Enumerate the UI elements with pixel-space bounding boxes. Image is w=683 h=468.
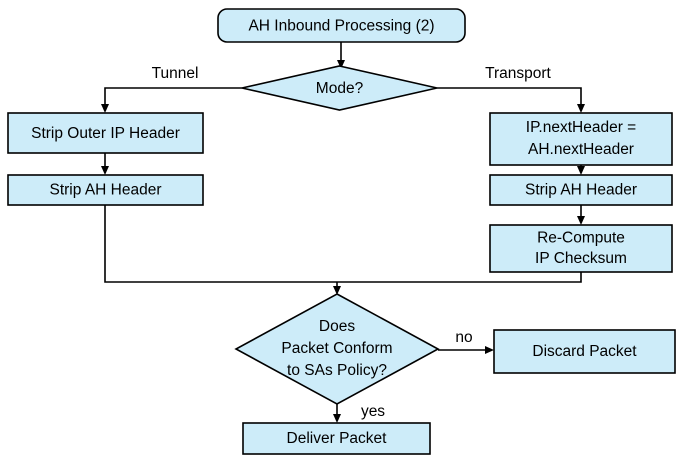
node-recompute-label-line1: Re-Compute [537, 230, 625, 247]
edge-conform-no-to-discard [438, 346, 494, 354]
node-strip-outer-ip-label: Strip Outer IP Header [31, 125, 180, 142]
node-recompute-shape [489, 224, 673, 273]
node-discard-label: Discard Packet [532, 343, 637, 360]
node-mode-shape [241, 65, 438, 111]
node-discard-shape [493, 329, 676, 374]
node-strip-ah-transport-shape [489, 174, 673, 206]
node-discard-packet[interactable]: Discard Packet [493, 329, 676, 374]
arrow-head-icon [101, 104, 109, 113]
arrow-head-icon [577, 104, 585, 113]
arrow-head-icon [337, 60, 345, 69]
node-start-shape [217, 8, 466, 43]
arrow-head-icon [101, 166, 109, 175]
node-deliver-shape [242, 422, 431, 455]
edge-transport-merge-to-conform [333, 272, 582, 295]
node-strip-ah-tunnel-label: Strip AH Header [50, 182, 162, 199]
node-conform-label-line1: Does [319, 318, 355, 335]
edge-label-transport: Transport [485, 65, 551, 82]
node-strip-ah-header-transport[interactable]: Strip AH Header [489, 174, 673, 206]
edge-conform-yes-to-deliver [333, 404, 341, 423]
node-conform-label-line3: to SAs Policy? [287, 362, 387, 379]
edge-label-yes: yes [361, 403, 385, 420]
node-recompute-label-line2: IP Checksum [535, 250, 627, 267]
edge-mode-transport-branch [437, 87, 585, 113]
arrow-head-icon [577, 216, 585, 225]
node-strip-ah-tunnel-shape [7, 174, 204, 206]
node-recompute-ip-checksum[interactable]: Re-Compute IP Checksum [489, 224, 673, 273]
node-next-header-label-line2: AH.nextHeader [528, 141, 634, 158]
node-next-header-label-line1: IP.nextHeader = [526, 119, 636, 136]
edge-label-no: no [455, 329, 472, 346]
node-mode-decision[interactable]: Mode? [241, 65, 438, 111]
arrow-head-icon [577, 166, 585, 175]
edge-strip-outer-to-strip-ah [101, 153, 109, 175]
node-strip-outer-ip-header[interactable]: Strip Outer IP Header [7, 112, 204, 154]
edge-start-to-mode [337, 41, 345, 69]
node-deliver-packet[interactable]: Deliver Packet [242, 422, 431, 455]
node-strip-ah-transport-label: Strip AH Header [525, 182, 637, 199]
arrow-head-icon [485, 346, 494, 354]
edge-strip-ah-to-recompute [577, 205, 585, 225]
arrow-head-icon [333, 286, 341, 295]
node-mode-label: Mode? [316, 80, 364, 97]
node-conform-decision[interactable]: Does Packet Conform to SAs Policy? [234, 293, 440, 405]
edge-tunnel-merge-to-conform [104, 205, 337, 283]
node-deliver-label: Deliver Packet [287, 430, 388, 447]
node-next-header-shape [489, 112, 673, 166]
node-conform-shape [234, 293, 440, 405]
node-strip-outer-ip-shape [7, 112, 204, 154]
node-conform-label-line2: Packet Conform [281, 340, 392, 357]
node-ip-next-header-assignment[interactable]: IP.nextHeader = AH.nextHeader [489, 112, 673, 166]
edge-next-header-to-strip-ah [577, 165, 585, 175]
node-ah-inbound-processing[interactable]: AH Inbound Processing (2) [217, 8, 466, 43]
arrow-head-icon [333, 414, 341, 423]
edge-mode-tunnel-branch [101, 87, 242, 113]
node-start-label: AH Inbound Processing (2) [248, 18, 434, 35]
edge-label-tunnel: Tunnel [152, 65, 199, 82]
node-strip-ah-header-tunnel[interactable]: Strip AH Header [7, 174, 204, 206]
